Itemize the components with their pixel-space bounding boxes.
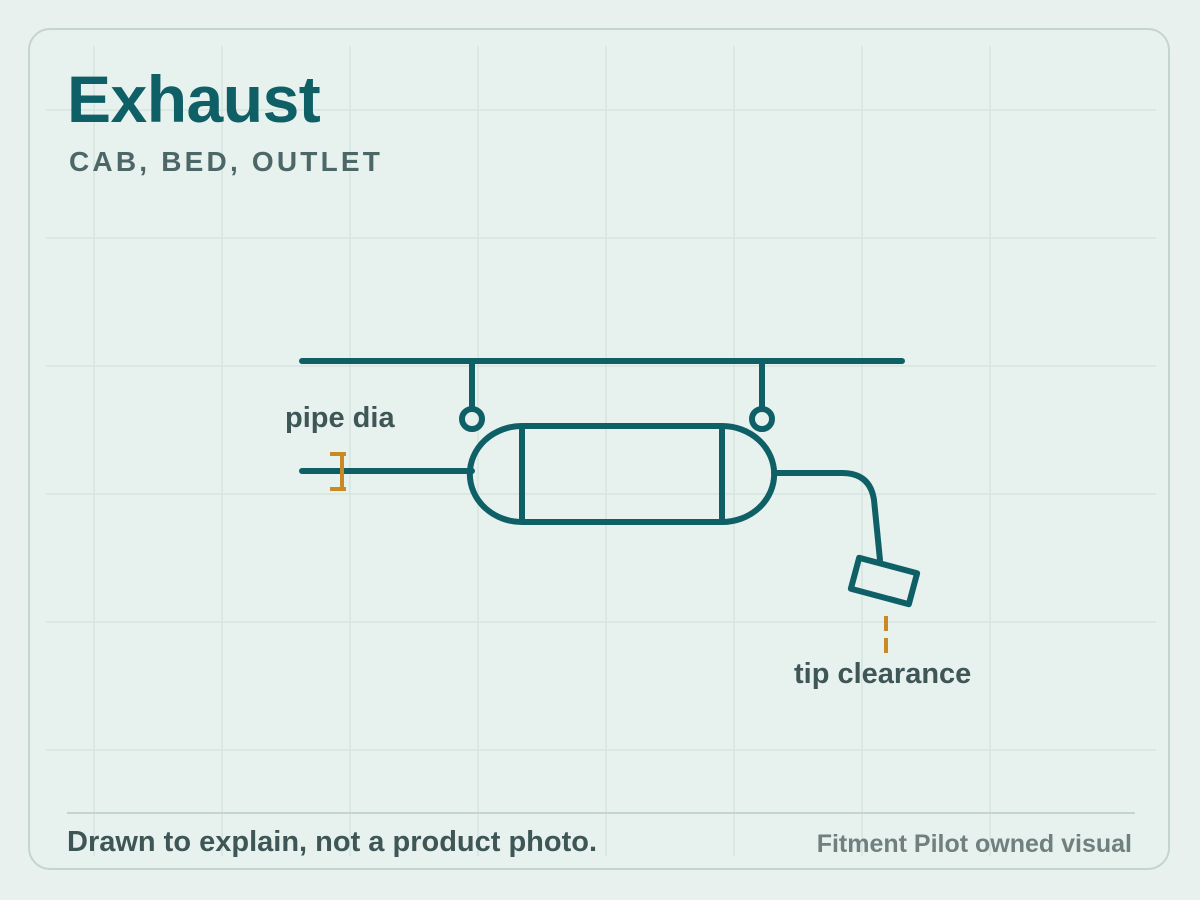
background-grid	[46, 46, 1156, 856]
tailpipe	[771, 470, 883, 563]
footer-credit: Fitment Pilot owned visual	[816, 830, 1132, 858]
hanger-isolator-left	[459, 406, 485, 432]
page-subtitle: CAB, BED, OUTLET	[69, 146, 384, 177]
footer-note: Drawn to explain, not a product photo.	[67, 826, 598, 858]
tip-clearance-label: tip clearance	[794, 658, 972, 690]
exhaust-tip	[847, 554, 921, 608]
exhaust-diagram	[299, 358, 921, 655]
muffler-body	[466, 423, 778, 525]
footer-divider	[67, 812, 1135, 814]
diagram-card: Exhaust CAB, BED, OUTLET pipe dia tip cl…	[28, 28, 1170, 870]
hanger-isolator-right	[749, 406, 775, 432]
pipe-dia-label: pipe dia	[285, 402, 395, 434]
page-title: Exhaust	[67, 62, 321, 136]
